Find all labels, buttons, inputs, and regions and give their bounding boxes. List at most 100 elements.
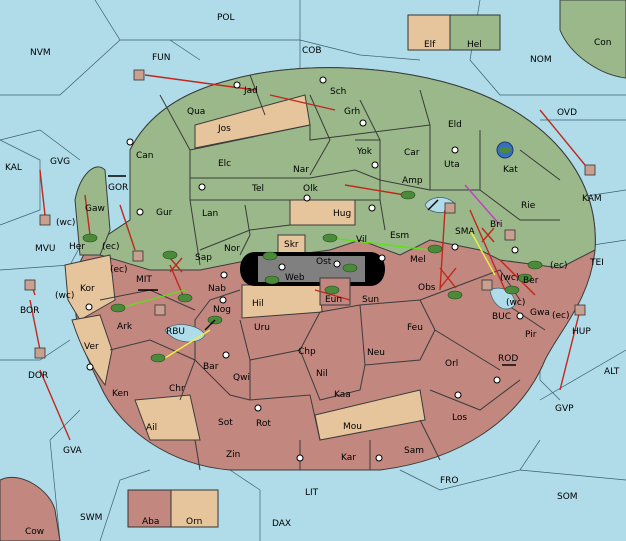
army-unit	[82, 233, 98, 243]
legend-bottom: Aba Orn	[127, 489, 219, 528]
svg-text:Elc: Elc	[218, 159, 231, 169]
region-ail	[134, 394, 201, 441]
svg-text:Tel: Tel	[251, 184, 264, 194]
svg-text:Nab: Nab	[208, 284, 226, 294]
svg-text:ALT: ALT	[604, 367, 620, 377]
fleet-unit	[154, 304, 166, 316]
order-arrow	[314, 289, 351, 301]
svg-text:Hil: Hil	[252, 299, 264, 309]
legend-top-left: Elf	[424, 40, 436, 50]
army-units	[82, 145, 543, 363]
svg-text:GVG: GVG	[50, 157, 70, 167]
svg-text:Uru: Uru	[254, 323, 270, 333]
svg-text:SMA: SMA	[455, 227, 475, 237]
fleet-unit	[584, 164, 596, 176]
strait-arrows	[108, 175, 516, 366]
svg-text:POL: POL	[217, 13, 235, 23]
svg-text:Kar: Kar	[341, 453, 356, 463]
army-unit	[110, 303, 126, 313]
order-arrow	[84, 194, 91, 236]
svg-text:MIT: MIT	[136, 275, 152, 285]
order-arrow	[269, 94, 336, 111]
fleet-unit	[481, 279, 493, 291]
svg-text:NOM: NOM	[530, 55, 552, 65]
svg-text:Nar: Nar	[293, 165, 309, 175]
svg-text:SOM: SOM	[557, 492, 578, 502]
svg-text:Yok: Yok	[356, 147, 373, 157]
svg-text:Ail: Ail	[146, 423, 157, 433]
sea-labels: POL NVM FUN COB NOM Con KAL OVD GVG KAM …	[5, 13, 620, 537]
svg-text:KAM: KAM	[582, 194, 602, 204]
army-unit	[324, 285, 340, 295]
svg-text:Ber: Ber	[523, 276, 539, 286]
svg-text:Chp: Chp	[298, 347, 316, 357]
svg-text:Neu: Neu	[367, 348, 385, 358]
svg-text:Rie: Rie	[521, 201, 536, 211]
region-web	[258, 256, 318, 282]
svg-text:MVU: MVU	[35, 244, 56, 254]
order-arrow	[539, 109, 586, 166]
svg-text:Sch: Sch	[330, 87, 346, 97]
svg-text:Hug: Hug	[333, 209, 351, 219]
army-unit	[342, 263, 358, 273]
order-arrow	[29, 299, 41, 351]
svg-text:Kor: Kor	[80, 284, 95, 294]
svg-text:Can: Can	[136, 151, 154, 161]
region-ost	[318, 256, 365, 282]
svg-text:Orl: Orl	[445, 359, 458, 369]
svg-text:NVM: NVM	[30, 48, 51, 58]
inlet-rbu	[164, 324, 206, 343]
svg-text:Sam: Sam	[404, 446, 424, 456]
strait-labels: GOR MIT RBU SMA BUC ROD HUP	[108, 183, 591, 364]
svg-text:Nor: Nor	[224, 244, 240, 254]
svg-text:(wc): (wc)	[500, 273, 519, 283]
svg-text:GVP: GVP	[555, 404, 574, 414]
svg-text:Olk: Olk	[303, 184, 319, 194]
svg-text:Esm: Esm	[390, 231, 409, 241]
svg-text:Sot: Sot	[218, 418, 233, 428]
army-unit	[504, 285, 520, 295]
svg-text:RBU: RBU	[166, 327, 185, 337]
svg-text:Mou: Mou	[343, 422, 362, 432]
svg-text:Amp: Amp	[402, 176, 423, 186]
army-unit	[499, 147, 511, 153]
svg-text:LIT: LIT	[305, 488, 319, 498]
svg-text:Bar: Bar	[203, 362, 219, 372]
svg-text:Gaw: Gaw	[85, 204, 105, 214]
svg-text:BOR: BOR	[20, 306, 39, 316]
army-unit	[322, 233, 338, 243]
order-arrow	[39, 369, 71, 441]
svg-text:Eun: Eun	[325, 295, 342, 305]
legend-top: Elf Hel	[407, 14, 501, 51]
svg-text:Sap: Sap	[195, 253, 212, 263]
svg-text:Gur: Gur	[156, 208, 173, 218]
region-gaw	[74, 166, 111, 256]
svg-text:Web: Web	[285, 273, 305, 283]
svg-text:SWM: SWM	[80, 513, 102, 523]
order-arrow	[559, 309, 581, 391]
army-unit	[162, 250, 178, 260]
order-arrow-yellow	[469, 229, 496, 276]
svg-text:DAX: DAX	[272, 519, 291, 529]
legend-bottom-left: Aba	[142, 517, 159, 527]
fleet-unit	[34, 347, 46, 359]
svg-text:FRO: FRO	[440, 476, 459, 486]
svg-text:Ken: Ken	[112, 389, 129, 399]
army-unit	[427, 244, 443, 254]
svg-text:COB: COB	[302, 46, 322, 56]
svg-text:Con: Con	[594, 38, 612, 48]
fleet-unit	[39, 214, 51, 226]
land-labels: Jad Sch Qua Jos Grh Eld Can Yok Car Uta …	[69, 86, 550, 463]
svg-text:GVA: GVA	[63, 446, 83, 456]
army-unit	[517, 273, 533, 283]
svg-text:OVD: OVD	[557, 108, 577, 118]
svg-text:Skr: Skr	[284, 240, 299, 250]
svg-text:Jad: Jad	[243, 86, 258, 96]
svg-text:ROD: ROD	[498, 354, 518, 364]
svg-text:KAL: KAL	[5, 163, 22, 173]
order-arrow	[344, 184, 406, 196]
svg-text:Uta: Uta	[444, 160, 460, 170]
svg-text:Ver: Ver	[84, 342, 99, 352]
order-arrow-purple	[464, 184, 501, 226]
svg-text:FUN: FUN	[152, 53, 171, 63]
